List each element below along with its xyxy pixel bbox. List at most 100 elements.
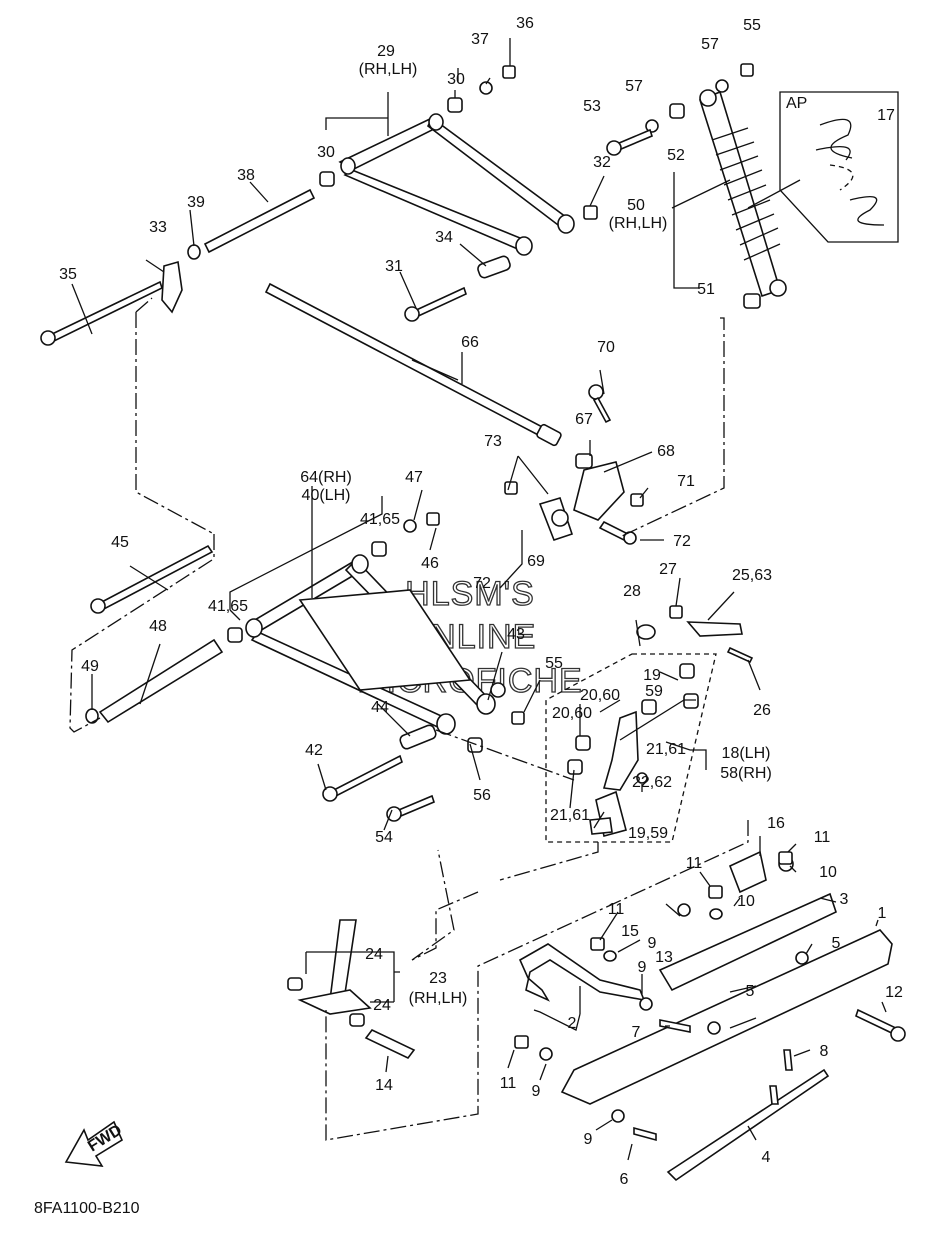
callout-44: 44 xyxy=(371,699,389,716)
callout-70: 70 xyxy=(597,339,615,356)
callout-35: 35 xyxy=(59,266,77,283)
callout-15: 15 xyxy=(621,923,639,940)
callout-23: 23 xyxy=(429,970,447,987)
callout-9-a: 9 xyxy=(648,935,657,952)
callout-5-b: 5 xyxy=(832,935,841,952)
callout-43: 43 xyxy=(507,626,525,643)
callout-16: 16 xyxy=(767,815,785,832)
callout-71: 71 xyxy=(677,473,695,490)
callout-67: 67 xyxy=(575,411,593,428)
bracket-assembly xyxy=(504,384,644,545)
callout-28: 28 xyxy=(623,583,641,600)
callout-38: 38 xyxy=(237,167,255,184)
callout-55-top: 55 xyxy=(743,17,761,34)
shock-absorber xyxy=(606,63,787,309)
callout-29-rh-lh: (RH,LH) xyxy=(359,61,418,78)
relay-rod xyxy=(264,282,562,447)
watermark-line-1: HLSM'S xyxy=(405,575,535,613)
callout-37: 37 xyxy=(471,31,489,48)
callout-53: 53 xyxy=(583,98,601,115)
callout-34: 34 xyxy=(435,229,453,246)
callout-3: 3 xyxy=(840,891,849,908)
callout-41-65-a: 41,65 xyxy=(360,511,400,528)
callout-21-61-a: 21,61 xyxy=(646,741,686,758)
callout-8: 8 xyxy=(820,1043,829,1060)
fwd-arrow: FWD xyxy=(64,1120,125,1167)
callout-33: 33 xyxy=(149,219,167,236)
callout-40-lh: 40(LH) xyxy=(302,487,351,504)
callout-50: 50 xyxy=(627,197,645,214)
callout-51: 51 xyxy=(697,281,715,298)
callout-26: 26 xyxy=(753,702,771,719)
callout-55-mid: 55 xyxy=(545,655,563,672)
callout-68: 68 xyxy=(657,443,675,460)
callout-11-a: 11 xyxy=(814,829,831,846)
callout-2: 2 xyxy=(568,1015,577,1032)
callout-10-a: 10 xyxy=(819,864,837,881)
callout-66: 66 xyxy=(461,334,479,351)
upper-a-arm-assembly xyxy=(40,65,598,346)
callout-21-61-b: 21,61 xyxy=(550,807,590,824)
ski-assembly xyxy=(514,850,906,1182)
callout-25-63: 25,63 xyxy=(732,567,772,584)
callout-72-b: 72 xyxy=(473,575,491,592)
callout-11-c: 11 xyxy=(608,901,625,918)
callout-20-60-b: 20,60 xyxy=(552,705,592,722)
callout-1: 1 xyxy=(878,905,887,922)
callout-labels: 29 (RH,LH) 37 36 30 30 38 39 33 35 32 34… xyxy=(59,15,903,1188)
callout-24-a: 24 xyxy=(365,946,383,963)
callout-49: 49 xyxy=(81,658,99,675)
callout-14: 14 xyxy=(375,1077,393,1094)
callout-73: 73 xyxy=(484,433,502,450)
callout-42: 42 xyxy=(305,742,323,759)
callout-59: 59 xyxy=(645,683,663,700)
ap-label: AP xyxy=(786,95,807,112)
callout-7: 7 xyxy=(632,1024,641,1041)
steering-column xyxy=(287,919,416,1060)
callout-18-lh: 18(LH) xyxy=(722,745,771,762)
callout-13: 13 xyxy=(655,949,673,966)
ap-detail-box: AP xyxy=(747,91,899,243)
callout-47: 47 xyxy=(405,469,423,486)
callout-30-b: 30 xyxy=(317,144,335,161)
callout-19-a: 19 xyxy=(643,667,661,684)
callout-41-65-b: 41,65 xyxy=(208,598,248,615)
callout-9-c: 9 xyxy=(532,1083,541,1100)
callout-56: 56 xyxy=(473,787,491,804)
callout-46: 46 xyxy=(421,555,439,572)
callout-69: 69 xyxy=(527,553,545,570)
callout-27: 27 xyxy=(659,561,677,578)
callout-57-a: 57 xyxy=(701,36,719,53)
callout-36: 36 xyxy=(516,15,534,32)
callout-17: 17 xyxy=(877,107,895,124)
callout-9-b: 9 xyxy=(638,959,647,976)
callout-57-b: 57 xyxy=(625,78,643,95)
callout-39: 39 xyxy=(187,194,205,211)
callout-11-b: 11 xyxy=(686,855,703,872)
callout-24-b: 24 xyxy=(373,997,391,1014)
callout-30-a: 30 xyxy=(447,71,465,88)
callout-45: 45 xyxy=(111,534,129,551)
callout-29: 29 xyxy=(377,43,395,60)
callout-32: 32 xyxy=(593,154,611,171)
diagram-code: 8FA1100-B210 xyxy=(34,1200,140,1217)
callout-12: 12 xyxy=(885,984,903,1001)
callout-10-b: 10 xyxy=(737,893,755,910)
callout-22-62: 22,62 xyxy=(632,774,672,791)
callout-6: 6 xyxy=(620,1171,629,1188)
callout-20-60-a: 20,60 xyxy=(580,687,620,704)
lower-arm-assembly xyxy=(85,512,525,822)
leader-lines xyxy=(69,38,887,1161)
spindle-assembly xyxy=(545,605,754,843)
callout-11-d: 11 xyxy=(500,1075,517,1092)
callout-48: 48 xyxy=(149,618,167,635)
callout-19-59: 19,59 xyxy=(628,825,668,842)
callout-9-d: 9 xyxy=(584,1131,593,1148)
callout-54: 54 xyxy=(375,829,393,846)
callout-31: 31 xyxy=(385,258,403,275)
callout-5-a: 5 xyxy=(746,983,755,1000)
callout-58-rh: 58(RH) xyxy=(720,765,772,782)
callout-72-a: 72 xyxy=(673,533,691,550)
callout-64-rh: 64(RH) xyxy=(300,469,352,486)
